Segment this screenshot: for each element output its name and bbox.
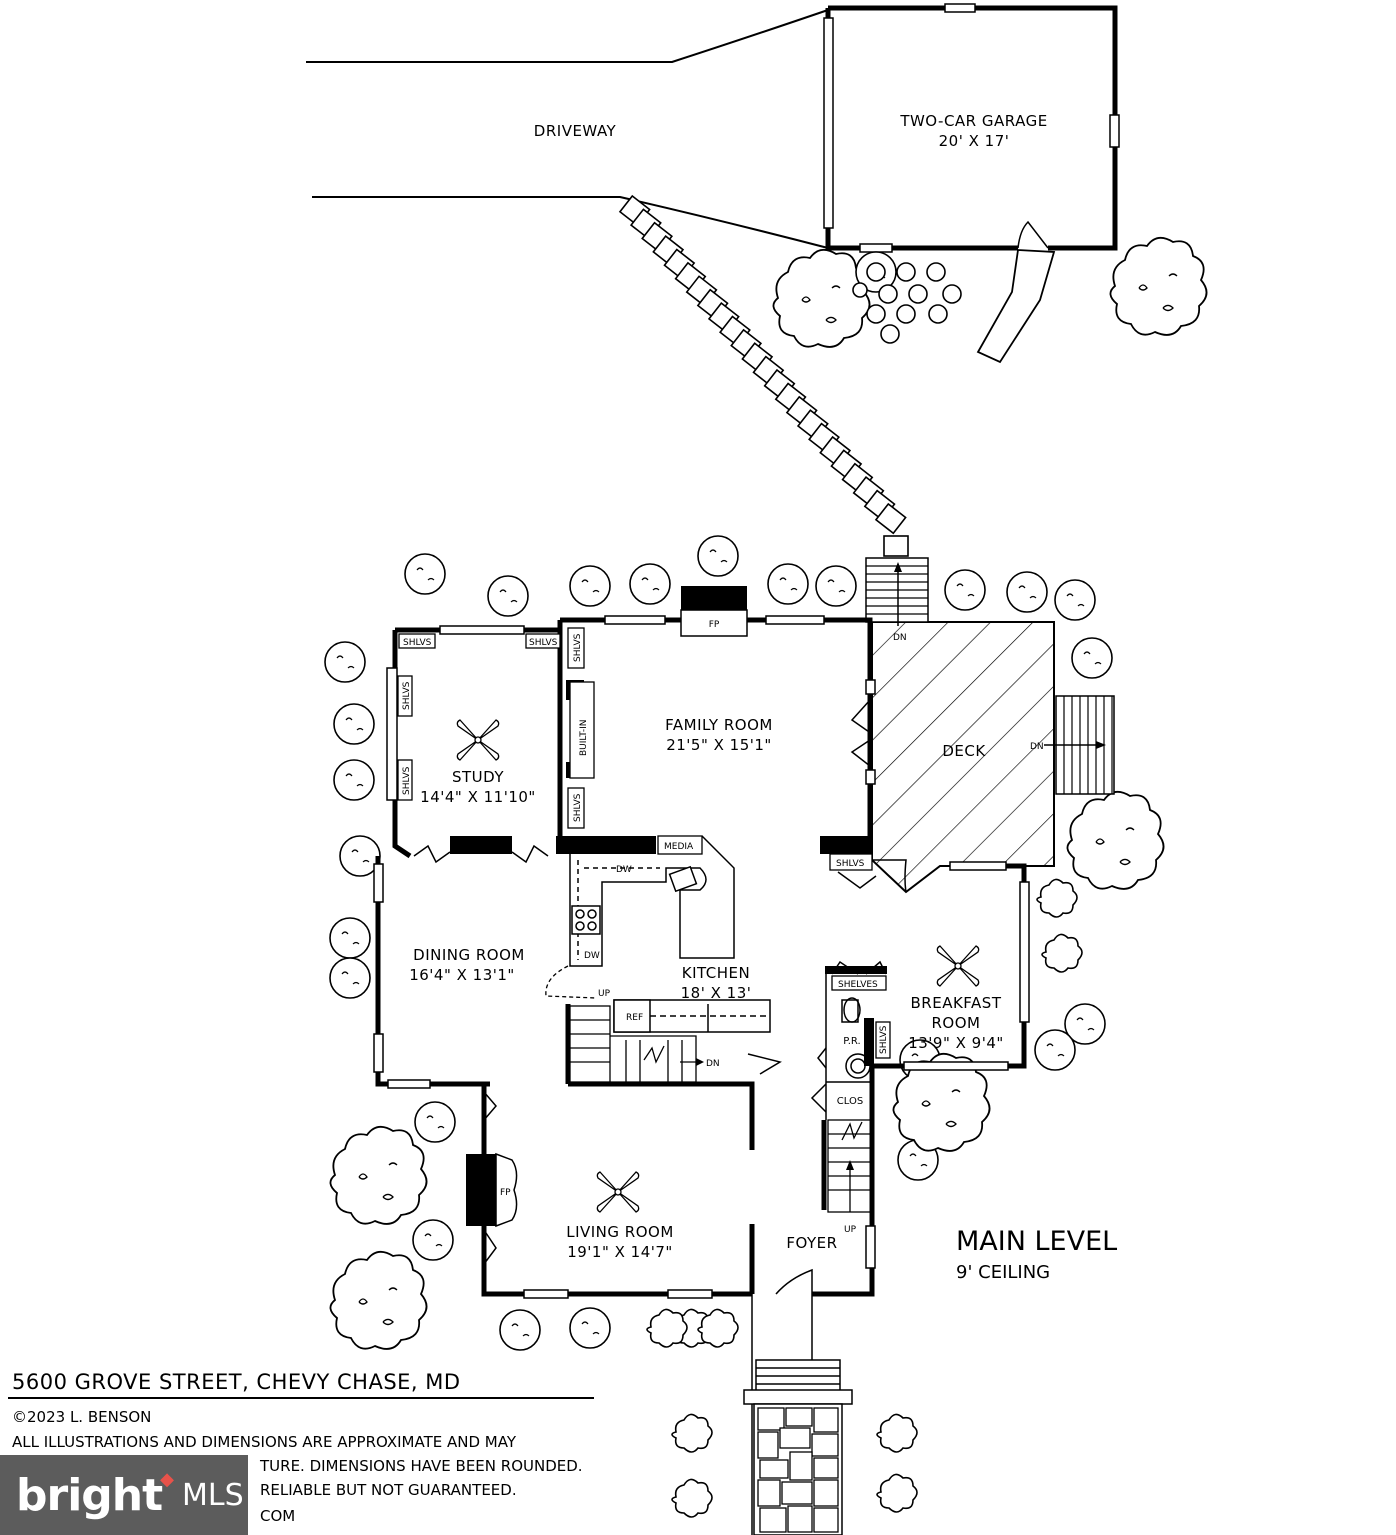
flagstone [789,1451,813,1481]
flagstone [785,1407,813,1427]
deck-label: DECK [942,742,986,760]
doors [413,699,907,1295]
garage-dimensions: 20' X 17' [939,132,1010,150]
shelves-label: SHELVES [838,980,878,990]
fireplace-living: FP [495,1152,518,1228]
garage [823,3,1120,364]
kitchen-name: KITCHEN [682,964,751,982]
disclaimer-line-1: ALL ILLUSTRATIONS AND DIMENSIONS ARE APP… [12,1433,516,1451]
stepping-stone [883,535,909,557]
driveway-label: DRIVEWAY [534,122,617,140]
property-address: 5600 GROVE STREET, CHEVY CHASE, MD [12,1370,461,1394]
flagstone [813,1507,839,1533]
level-title: MAIN LEVEL [956,1226,1117,1257]
stair-down-label: DN [706,1059,720,1069]
flagstone [813,1457,839,1479]
stair-up-label: UP [844,1225,857,1235]
study-shelves [397,627,891,1059]
ceiling-height: 9' CEILING [956,1262,1050,1283]
powder-room-label: P.R. [843,1036,860,1047]
built-in-label: BUILT-IN [579,720,589,757]
family-room-dimensions: 21'5" X 15'1" [666,736,772,754]
media-label: MEDIA [664,842,694,852]
flagstone [757,1479,781,1507]
shelves-label: SHLVS [879,1025,889,1054]
living-room-dimensions: 19'1" X 14'7" [567,1243,673,1261]
ceiling-fan-icon [456,719,500,761]
fireplace-label: FP [709,620,720,630]
flagstone [759,1459,789,1479]
disclaimer-line-4: COM [260,1507,296,1525]
flagstone [787,1505,813,1533]
dining-room-dimensions: 16'4" X 13'1" [409,966,515,984]
stepping-stone [874,502,907,535]
ceiling-fan-icon [936,945,980,987]
shelves-label: SHLVS [403,638,432,648]
shelves-label: SHLVS [573,633,583,662]
breakfast-room-name: BREAKFAST [911,994,1002,1012]
ceiling-fan-icon [596,1171,640,1213]
study-name: STUDY [452,768,504,786]
breakfast-room-name-2: ROOM [932,1014,981,1032]
garage-small-shrubs [852,262,962,344]
copyright-notice: ©2023 L. BENSON [12,1408,152,1426]
disclaimer-line-2: TURE. DIMENSIONS HAVE BEEN ROUNDED. [260,1457,583,1475]
breakfast-room-dimensions: 13'9" X 9'4" [908,1034,1004,1052]
shelves-label: SHLVS [836,859,865,869]
flagstone [757,1431,779,1459]
disclaimer-line-3: RELIABLE BUT NOT GUARANTEED. [260,1481,517,1499]
dw-label: DW [616,865,632,875]
shelves-label: SHLVS [402,766,412,795]
closet-label: CLOS [837,1096,863,1107]
study-dimensions: 14'4" X 11'10" [420,788,536,806]
kitchen-dimensions: 18' X 13' [681,984,752,1002]
garage-name: TWO-CAR GARAGE [899,112,1047,130]
flagstone [781,1481,813,1505]
stair-up-label: UP [598,989,611,999]
flagstone [779,1427,811,1449]
shelves-label: SHLVS [402,681,412,710]
flagstone [813,1479,839,1507]
shelves-label: SHLVS [529,638,558,648]
watermark-mls: MLS [181,1477,244,1513]
windows [373,615,1030,1299]
address-underline [8,1397,594,1399]
bright-mls-watermark: bright ◆ MLS [0,1455,248,1535]
foyer-label: FOYER [786,1234,837,1252]
flagstone [811,1433,839,1457]
family-room-name: FAMILY ROOM [665,716,773,734]
dw-label: DW [584,951,600,961]
watermark-dot-icon: ◆ [160,1468,174,1490]
flagstone [813,1407,839,1433]
fireplace-family: FP [680,609,748,637]
flagstone [759,1507,787,1533]
wall-stubs [450,586,887,1226]
watermark-brand: bright [16,1469,163,1521]
shelves-label: SHLVS [573,793,583,822]
stepping-stones [618,194,909,557]
stair-down-label: DN [1030,742,1044,752]
stair-down-label: DN [893,633,907,643]
living-room-name: LIVING ROOM [566,1223,674,1241]
flagstones [757,1407,839,1533]
flagstone [757,1407,785,1431]
dining-room-name: DINING ROOM [413,946,525,964]
ref-label: REF [626,1013,643,1023]
deck [865,557,1115,894]
kitchen-counters [569,835,771,1033]
powder-room [825,960,887,1120]
fireplace-label: FP [500,1188,511,1198]
